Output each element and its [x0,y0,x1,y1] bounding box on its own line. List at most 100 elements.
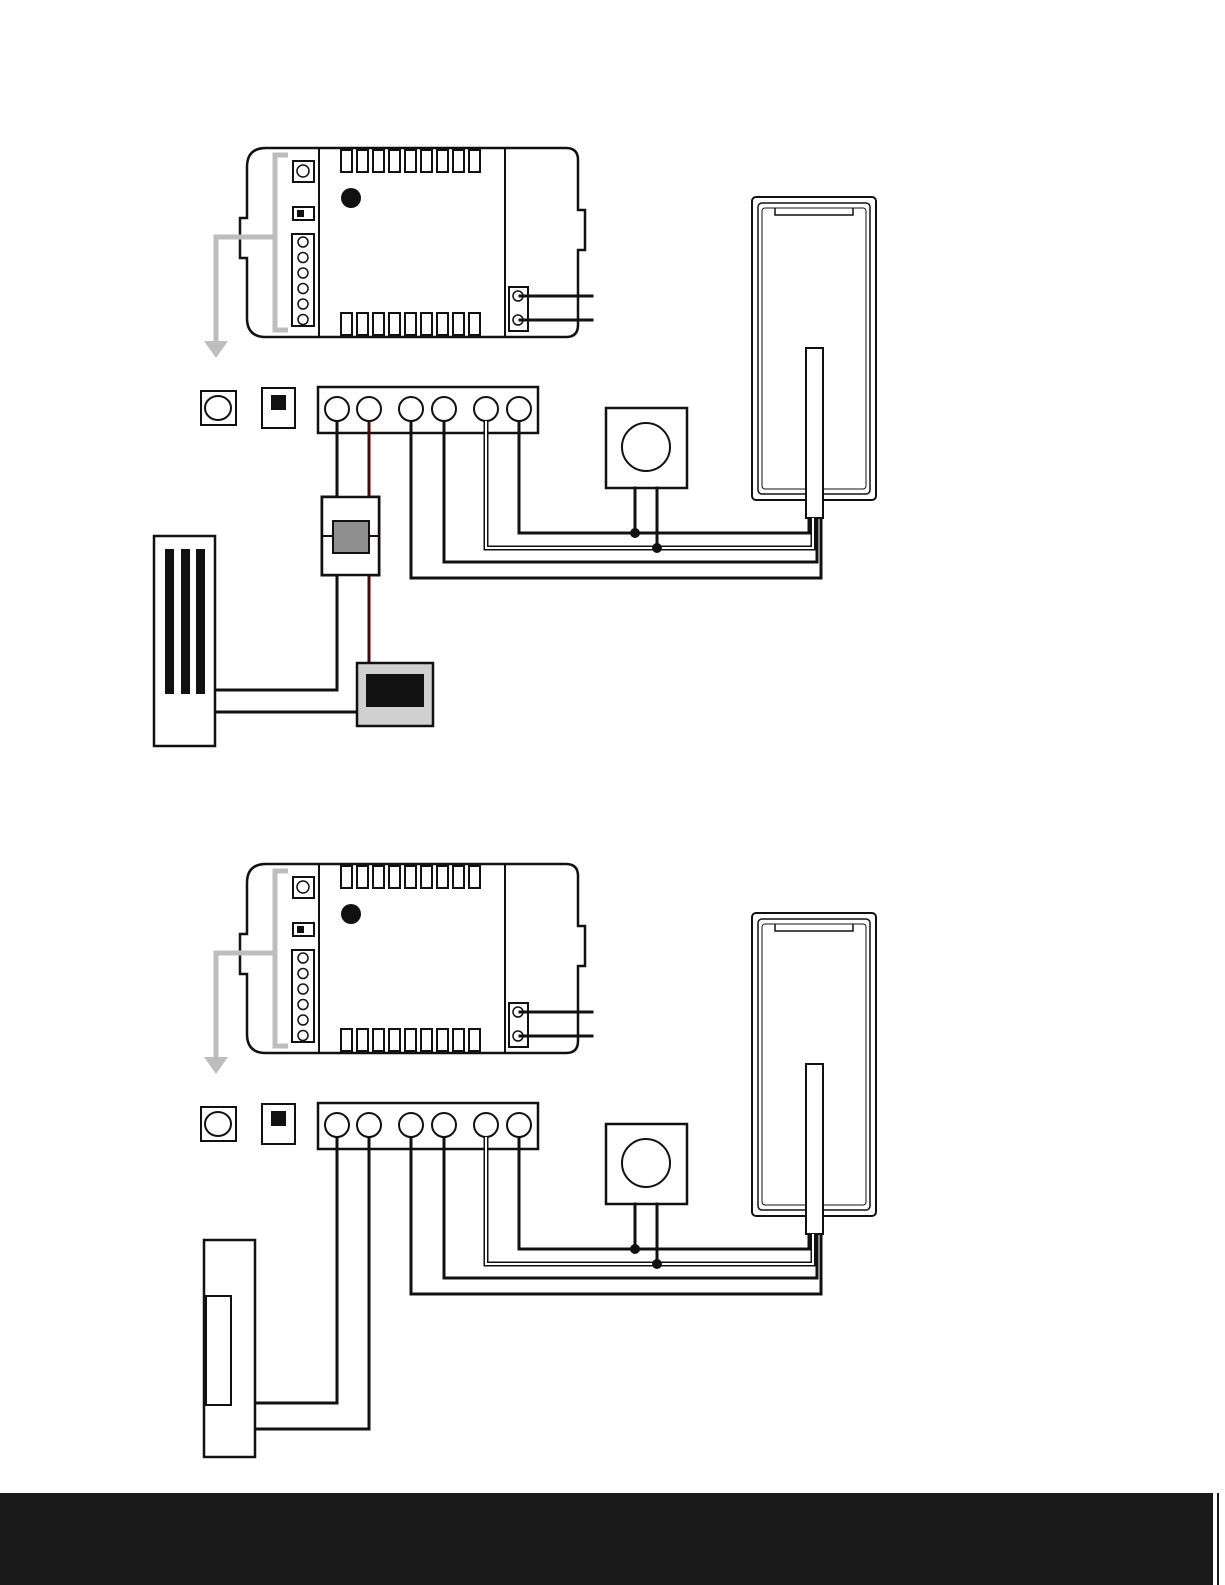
mini-terminal [298,237,308,247]
terminal [474,397,498,421]
magnetic-lock-section [154,421,433,746]
wiring-diagram-electric-strike [201,864,876,1457]
mini-button [297,165,309,177]
mini-terminal-strip [292,950,314,1042]
mini-terminal [298,268,308,278]
exit-button-cap [622,1139,670,1187]
mini-switch-knob [297,926,304,933]
terminal [399,1113,423,1137]
bottom-pin [453,1029,464,1051]
zoom-arrow-head [204,341,228,358]
wire-t1-strike [256,1137,337,1403]
bottom-pin [437,1029,448,1051]
footer-bar [0,1493,1213,1585]
wire-t2-strike [256,1137,369,1429]
terminal-block [318,1103,538,1149]
bottom-pin [389,313,400,335]
status-led [341,188,361,208]
exit-button [606,408,687,488]
dip-switch-knob [271,1111,286,1126]
mini-terminal [298,1015,308,1025]
magnet-bar [181,549,190,694]
diode [333,521,369,553]
zoom-arrow-head [204,1057,228,1074]
relay-window [366,674,424,707]
bottom-pin [421,1029,432,1051]
top-pin [373,866,384,888]
strike-keeper [206,1296,231,1405]
wire-junction [630,1244,640,1254]
electric-strike-section [204,1137,369,1457]
bottom-pin [437,313,448,335]
bottom-pin [373,313,384,335]
mini-terminal-strip [292,234,314,326]
wire-junction [652,543,662,553]
mini-terminal [298,969,308,979]
bottom-pin [373,1029,384,1051]
mini-terminal [298,253,308,263]
top-pin [373,150,384,172]
terminal [357,397,381,421]
bottom-pin [469,1029,480,1051]
wire-junction [652,1259,662,1269]
wire-junction [630,528,640,538]
status-led [341,904,361,924]
top-pin [421,150,432,172]
wiring-diagram-magnetic-lock [154,148,876,746]
terminal [357,1113,381,1137]
top-pin [357,866,368,888]
card-reader [752,197,876,518]
terminal [325,1113,349,1137]
terminal [325,397,349,421]
top-pin [389,866,400,888]
reader-cable-sleeve [806,1064,823,1234]
top-pin [437,150,448,172]
wire-t1-lock [216,421,337,690]
terminal [507,1113,531,1137]
terminal [507,397,531,421]
terminal [399,397,423,421]
magnet-bar [196,549,205,694]
mini-terminal [298,284,308,294]
bottom-pin [453,313,464,335]
top-pin [453,866,464,888]
top-pin [341,150,352,172]
mini-button [297,881,309,893]
reader-cable-sleeve [806,348,823,518]
bottom-pin [341,313,352,335]
top-pin [437,866,448,888]
bottom-pin [405,313,416,335]
controller-board [240,864,592,1053]
controller-board [240,148,592,337]
top-pin [389,150,400,172]
terminal [432,1113,456,1137]
top-pin [453,150,464,172]
terminal-block [318,387,538,433]
exit-button [606,1124,687,1204]
top-pin [469,866,480,888]
mini-terminal [298,299,308,309]
top-pin [341,866,352,888]
top-pin [405,866,416,888]
top-pin [357,150,368,172]
terminal [474,1113,498,1137]
mini-terminal [298,953,308,963]
card-reader [752,913,876,1234]
top-pin [405,150,416,172]
bottom-pin [469,313,480,335]
mini-terminal [298,315,308,325]
mini-switch-knob [297,210,304,217]
bottom-pin [405,1029,416,1051]
bottom-pin [341,1029,352,1051]
mini-terminal [298,1031,308,1041]
bottom-pin [389,1029,400,1051]
bottom-pin [421,313,432,335]
terminal [432,397,456,421]
bottom-pin [357,1029,368,1051]
tamper-button [205,1112,231,1136]
exit-button-cap [622,423,670,471]
tamper-button [205,396,231,420]
mini-terminal [298,984,308,994]
